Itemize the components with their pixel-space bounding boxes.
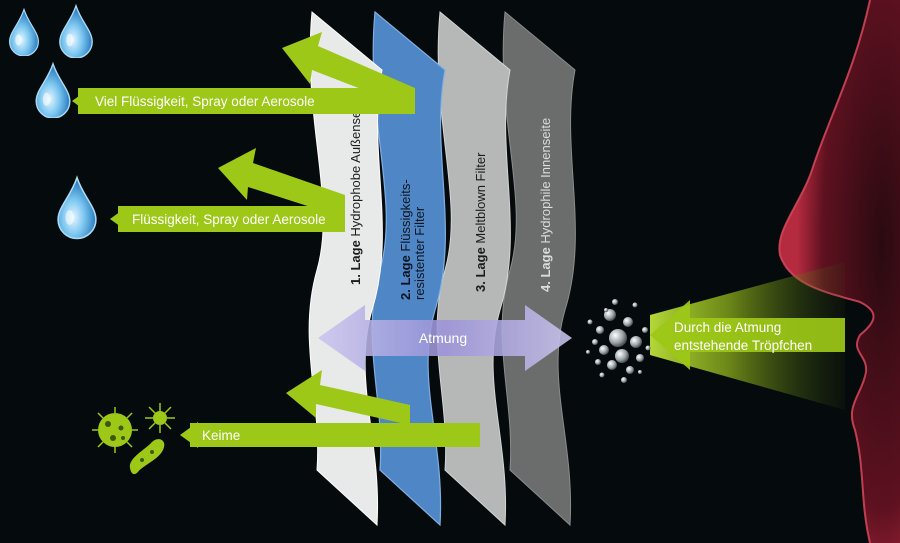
- droplet-bubble: [587, 319, 593, 325]
- virus-icon: [145, 403, 175, 433]
- droplets-arrow: [650, 300, 845, 370]
- droplet-bubble: [621, 377, 627, 383]
- droplet-bubble: [615, 349, 629, 363]
- droplets-label-line2: entstehende Tröpfchen: [674, 338, 812, 353]
- atmung-label: Atmung: [419, 330, 467, 346]
- droplet-bubble: [612, 299, 618, 305]
- layer-3-label: 3. Lage Meltblown Filter: [473, 152, 488, 292]
- atmung-arrow: [318, 305, 572, 371]
- fluessigkeit-label: Flüssigkeit, Spray oder Aerosole: [132, 212, 326, 227]
- water-drop-icon: [59, 5, 93, 58]
- water-drop-icon: [57, 176, 97, 240]
- keime-arrow: [180, 370, 480, 448]
- droplet-bubble: [632, 302, 638, 308]
- droplet-bubble: [592, 339, 598, 345]
- droplet-bubble: [630, 336, 642, 348]
- layer-2-sheet: [371, 10, 446, 527]
- viel-fluessigkeit-label: Viel Flüssigkeit, Spray oder Aerosole: [95, 94, 315, 109]
- water-drop-icon: [9, 9, 40, 56]
- droplet-bubble: [607, 360, 617, 370]
- droplet-bubble: [586, 350, 590, 354]
- droplet-bubble: [604, 309, 616, 321]
- keime-label: Keime: [202, 428, 240, 443]
- layer-3-sheet: [436, 11, 511, 527]
- fluessigkeit-arrow: [110, 148, 345, 232]
- droplet-bubble: [636, 354, 644, 362]
- droplet-bubble: [596, 326, 604, 334]
- droplet-bubble: [645, 345, 651, 351]
- bacteria-icon: [129, 439, 165, 475]
- droplets-label-line1: Durch die Atmung: [674, 320, 781, 335]
- layer-2-label-line2: resistenter Filter: [412, 206, 427, 300]
- water-drop-icon: [35, 63, 71, 118]
- droplet-bubble: [599, 372, 605, 378]
- droplet-bubble: [623, 317, 633, 327]
- droplet-bubble: [642, 327, 648, 333]
- droplet-bubble: [604, 308, 608, 312]
- layer-2-label: 2. Lage Flüssigkeits-: [398, 179, 413, 300]
- droplet-bubble: [638, 370, 642, 374]
- layer-1-label: 1. Lage Hydrophobe Außenseite: [348, 97, 363, 285]
- layer-4-label: 4. Lage Hydrophile Innenseite: [538, 118, 553, 292]
- droplet-cluster-icon: [586, 299, 651, 383]
- droplet-bubble: [599, 345, 609, 355]
- germ-icon: [92, 407, 138, 453]
- viel-fluessigkeit-arrow: [72, 32, 415, 114]
- layer-4-sheet: [501, 11, 576, 527]
- droplet-bubble: [609, 329, 627, 347]
- droplet-bubble: [626, 366, 634, 374]
- droplet-bubble: [595, 359, 601, 365]
